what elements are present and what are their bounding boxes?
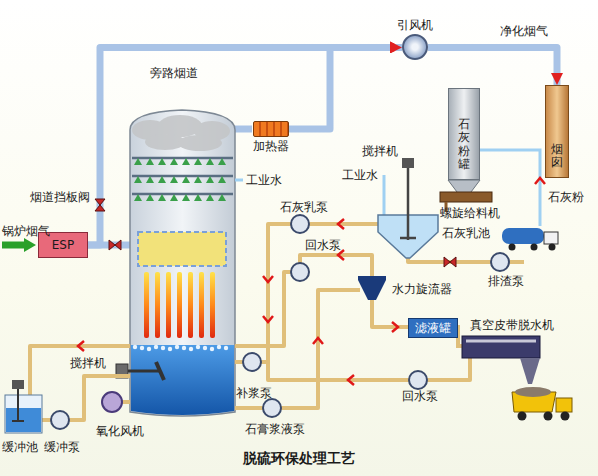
induced-draft-fan-icon: [402, 34, 428, 60]
node-text: 滤液罐: [415, 321, 451, 335]
flue-gas-duct: [88, 47, 402, 245]
gas-inlet-arrow: [2, 242, 26, 249]
node-text: 石灰粉罐: [458, 118, 470, 171]
part-label: 烟道挡板阀: [30, 190, 90, 204]
heater-icon: [253, 121, 289, 137]
node-text: ESP: [52, 238, 74, 252]
part-label: 缓冲泵: [44, 440, 80, 454]
flow-chevrons: [78, 178, 545, 385]
belt-filter: [462, 336, 540, 358]
part-label: 回水泵: [305, 238, 341, 252]
mixer-motor: [402, 158, 414, 168]
part-label: 缓冲池: [2, 440, 38, 454]
caption: 脱硫环保处理工艺: [0, 450, 598, 468]
spray-headers: [132, 158, 233, 201]
part-label: 石灰粉: [548, 190, 584, 204]
part-label: 螺旋给料机: [440, 206, 500, 220]
part-label: 工业水: [342, 168, 378, 182]
part-label: 搅拌机: [362, 144, 398, 158]
slurry-pool: [131, 345, 234, 415]
spray-lances: [144, 272, 215, 338]
heater: 加热器: [252, 121, 290, 153]
valves: [95, 199, 456, 267]
buffer-mixer-shaft: [12, 389, 24, 422]
cyclone-top: [358, 276, 386, 280]
node-text: 烟囱: [551, 143, 563, 169]
flue-gas-duct: [289, 47, 402, 129]
part-label: 补浆泵: [236, 386, 272, 400]
oxidation-fan: [102, 392, 122, 412]
gas-inlet-arrowhead: [24, 238, 36, 252]
belt: [466, 340, 536, 343]
slurry-pipes: [30, 224, 524, 420]
hydrocyclone: [358, 280, 386, 300]
bubbles: [133, 345, 228, 351]
part-label: 石膏浆液泵: [245, 422, 305, 436]
screw-feeder: [440, 192, 492, 202]
part-label: 真空皮带脱水机: [470, 318, 554, 332]
part-label: 石灰乳池: [442, 226, 490, 240]
flue-gas-duct: [428, 47, 557, 85]
node-text: 引风机: [397, 18, 433, 32]
part-label: 石灰乳泵: [280, 200, 328, 214]
mixer-shaft: [400, 168, 416, 240]
part-label: 净化烟气: [500, 24, 548, 38]
part-label: 排渣泵: [488, 274, 524, 288]
induced-draft-fan: 引风机: [396, 18, 434, 60]
pumps: [51, 215, 509, 429]
lime-truck: [502, 228, 558, 251]
filtrate-tank: 滤液罐: [408, 318, 458, 338]
part-label: 水力旋流器: [392, 282, 452, 296]
gypsum-truck: [512, 387, 572, 421]
part-label: 搅拌机: [70, 356, 106, 370]
part-label: 回水泵: [402, 389, 438, 403]
buffer-tank: [5, 395, 42, 433]
buffer-mixer-motor: [12, 380, 24, 389]
part-label: 旁路烟道: [150, 66, 198, 80]
lime-silo: 石灰粉罐: [448, 88, 480, 180]
chimney: 烟囱: [545, 85, 569, 178]
part-label: 氧化风机: [96, 424, 144, 438]
gypsum-chute: [520, 358, 540, 384]
tower-smoke: [132, 115, 230, 151]
part-label: 锅炉烟气: [2, 224, 50, 238]
part-label: 工业水: [246, 173, 282, 187]
demister: [138, 232, 226, 266]
node-text: 加热器: [253, 139, 289, 153]
